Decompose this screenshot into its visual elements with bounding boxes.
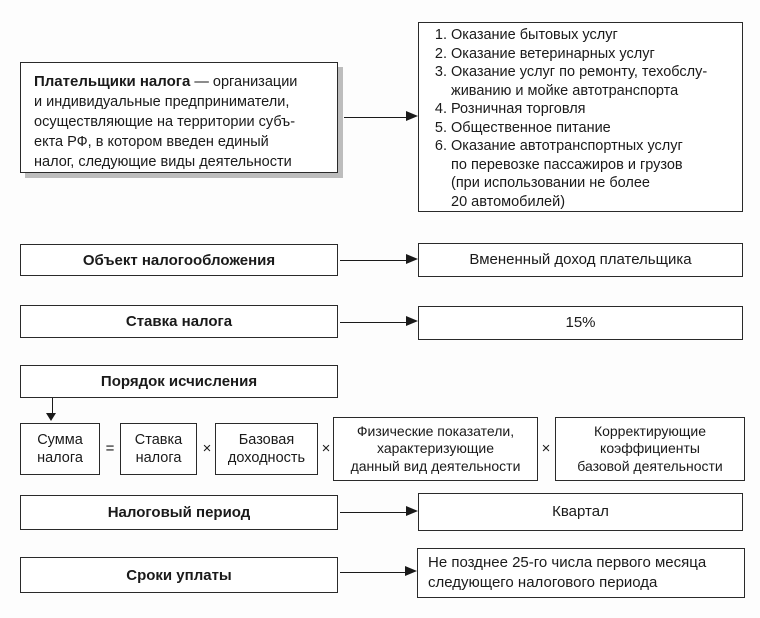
activity-item: Оказание услуг по ремонту, техобслу- жив… (451, 63, 736, 100)
tax-object-value-box: Вмененный доход плательщика (418, 243, 743, 277)
payment-deadline-value-box: Не позднее 25-го числа первого месяца сл… (417, 548, 745, 598)
tax-period-label-box: Налоговый период (20, 495, 338, 530)
activity-item: Розничная торговля (451, 100, 736, 119)
taxpayers-box: Плательщики налога — организации и индив… (20, 62, 338, 173)
arrow-payment-deadline (340, 566, 417, 577)
arrow-tax-period (340, 506, 418, 517)
formula-base-yield-box: Базовая доходность (215, 423, 318, 475)
payment-deadline-label-box: Сроки уплаты (20, 557, 338, 593)
formula-physical-indicators-box: Физические показатели, характеризующие д… (333, 417, 538, 481)
tax-period-value-box: Квартал (418, 493, 743, 531)
arrow-tax-rate (340, 316, 418, 327)
tax-rate-label-box: Ставка налога (20, 305, 338, 338)
formula-tax-rate-box: Ставка налога (120, 423, 197, 475)
multiply-sign: × (541, 440, 551, 457)
arrow-taxpayers-to-activities (344, 111, 418, 122)
multiply-sign: × (321, 440, 331, 457)
activity-item: Оказание бытовых услуг (451, 26, 736, 45)
tax-rate-value-box: 15% (418, 306, 743, 340)
tax-object-label-box: Объект налогообложения (20, 244, 338, 276)
equals-sign: = (105, 440, 115, 457)
activity-item: Общественное питание (451, 119, 736, 138)
activity-item: Оказание ветеринарных услуг (451, 45, 736, 64)
taxpayers-text: Плательщики налога — организации и индив… (21, 63, 337, 172)
activity-item: Оказание автотранспортных услуг по перев… (451, 137, 736, 211)
activities-list: Оказание бытовых услуг Оказание ветерина… (419, 23, 742, 211)
formula-correction-coefficients-box: Корректирующие коэффициенты базовой деят… (555, 417, 745, 481)
activities-box: Оказание бытовых услуг Оказание ветерина… (418, 22, 743, 212)
calculation-order-box: Порядок исчисления (20, 365, 338, 398)
taxpayers-description: — организации и индивидуальные предприни… (34, 74, 298, 170)
multiply-sign: × (202, 440, 212, 457)
taxpayers-title: Плательщики налога (34, 73, 191, 90)
arrow-calculation-down (46, 398, 57, 421)
formula-tax-sum-box: Сумма налога (20, 423, 100, 475)
arrow-tax-object (340, 254, 418, 265)
